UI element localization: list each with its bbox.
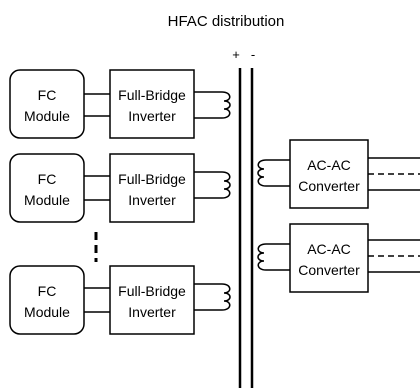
inverter-label: Inverter <box>128 192 176 208</box>
load-branch: AC-AC Converter <box>257 223 420 293</box>
ac-ac-converter-box <box>289 223 369 293</box>
diagram-title: HFAC distribution <box>168 13 285 30</box>
transformer-coil-icon <box>194 171 231 199</box>
source-branch: FC Module Full-Bridge Inverter <box>9 69 231 139</box>
converter-label: Converter <box>298 178 360 194</box>
inverter-label: Inverter <box>128 304 176 320</box>
fc-module-box <box>9 153 85 223</box>
transformer-coil-icon <box>194 283 231 311</box>
transformer-coil-icon <box>257 159 290 187</box>
transformer-coil-icon <box>257 243 290 271</box>
converter-label: AC-AC <box>307 241 351 257</box>
load-branch: AC-AC Converter <box>257 139 420 209</box>
ac-ac-converter-box <box>289 139 369 209</box>
converter-label: Converter <box>298 262 360 278</box>
source-branch: FC Module Full-Bridge Inverter <box>9 265 231 335</box>
transformer-coil-icon <box>194 91 231 119</box>
converter-label: AC-AC <box>307 157 351 173</box>
fc-module-label: FC <box>38 87 57 103</box>
fc-module-box <box>9 69 85 139</box>
inverter-label: Full-Bridge <box>118 87 186 103</box>
inverter-box <box>109 153 195 223</box>
bus-plus-label: + <box>232 47 240 62</box>
fc-module-label: Module <box>24 304 70 320</box>
inverter-box <box>109 69 195 139</box>
fc-module-label: FC <box>38 171 57 187</box>
fc-module-label: Module <box>24 192 70 208</box>
inverter-label: Full-Bridge <box>118 171 186 187</box>
source-branch: FC Module Full-Bridge Inverter <box>9 153 231 223</box>
bus-minus-label: - <box>251 47 255 62</box>
inverter-label: Inverter <box>128 108 176 124</box>
fc-module-box <box>9 265 85 335</box>
inverter-box <box>109 265 195 335</box>
fc-module-label: Module <box>24 108 70 124</box>
inverter-label: Full-Bridge <box>118 283 186 299</box>
fc-module-label: FC <box>38 283 57 299</box>
